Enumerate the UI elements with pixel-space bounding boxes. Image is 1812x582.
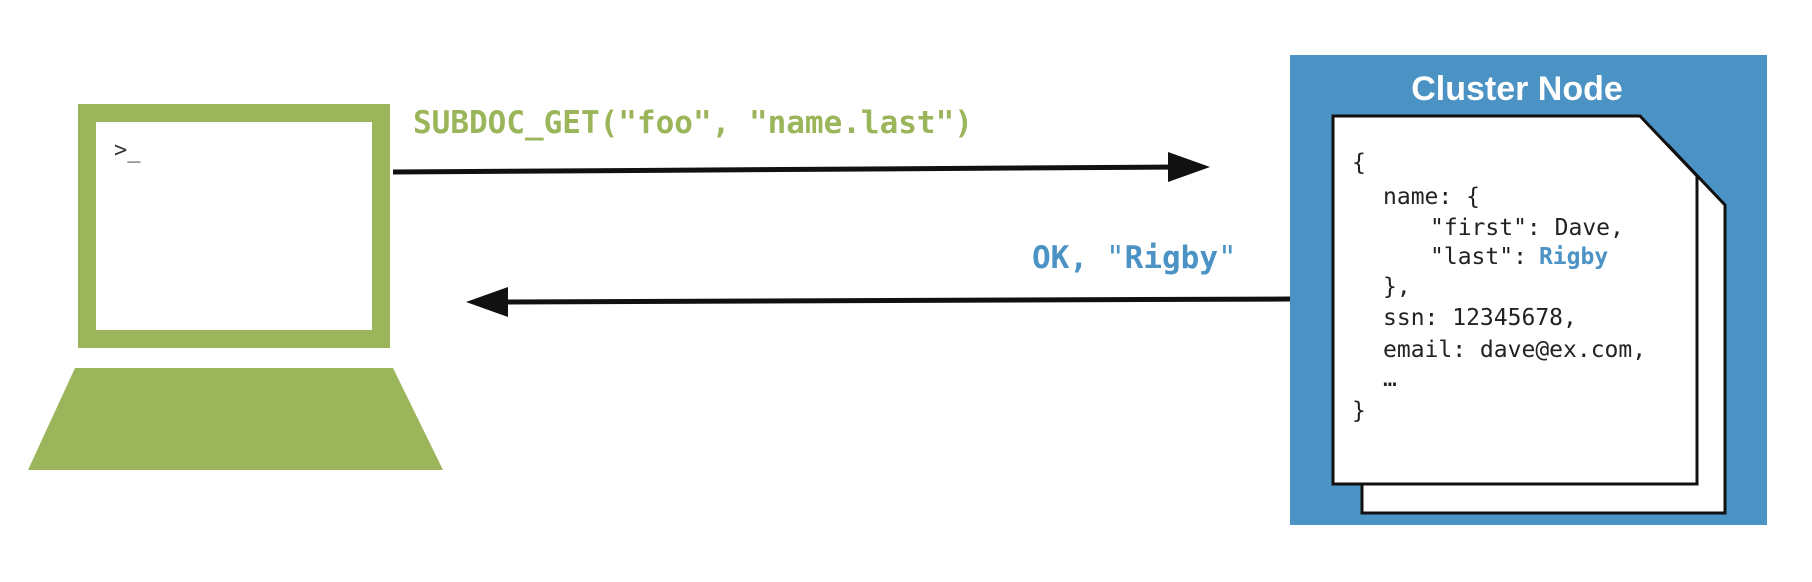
doc-line-last: "last": Rigby: [1430, 244, 1608, 270]
request-arrow-head: [1168, 152, 1210, 182]
doc-line-close: }: [1352, 398, 1366, 424]
document-front-page-icon: [1331, 114, 1699, 486]
doc-line-email: email: dave@ex.com,: [1383, 337, 1646, 363]
laptop-keyboard: [28, 368, 443, 470]
request-arrow-line: [392, 164, 1181, 175]
request-label: SUBDOC_GET("foo", "name.last"): [413, 105, 973, 141]
terminal-prompt: >_: [114, 138, 141, 163]
doc-last-key: "last":: [1430, 244, 1527, 270]
response-open-quote: ": [1106, 240, 1125, 276]
doc-line-ssn: ssn: 12345678,: [1383, 305, 1577, 331]
doc-line-name: name: {: [1383, 184, 1480, 210]
response-arrow-line: [499, 296, 1291, 305]
doc-last-value: Rigby: [1539, 244, 1608, 270]
doc-line-ellipsis: …: [1383, 366, 1397, 392]
doc-line-first: "first": Dave,: [1430, 215, 1624, 241]
response-arrow: [466, 287, 1291, 317]
response-arrow-head: [466, 287, 508, 317]
response-close-quote: ": [1218, 240, 1237, 276]
laptop-screen: [78, 104, 390, 348]
client-laptop-icon: >_: [28, 104, 443, 470]
cluster-node: Cluster Node { name: { "first": Dave, "l…: [1290, 55, 1767, 525]
response-label: OK, "Rigby": [1032, 240, 1237, 276]
doc-line-open: {: [1352, 150, 1366, 176]
json-document: { name: { "first": Dave, "last": Rigby },…: [1352, 150, 1646, 424]
cluster-node-title: Cluster Node: [1411, 70, 1623, 108]
request-arrow: [392, 152, 1210, 182]
response-value: Rigby: [1125, 240, 1218, 276]
doc-line-name-close: },: [1383, 274, 1411, 300]
response-status: OK,: [1032, 240, 1088, 276]
